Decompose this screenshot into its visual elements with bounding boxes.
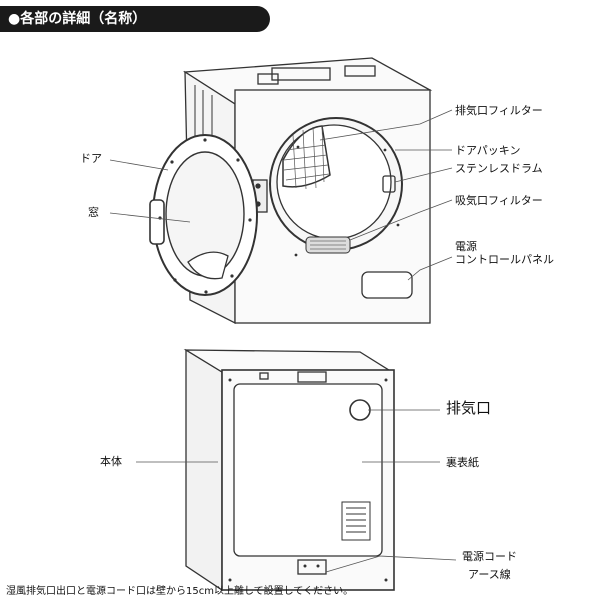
installation-note: 湿風排気口出口と電源コード口は壁から15cm以上離して設置してください。 [6,586,354,597]
label-stainless-drum: ステンレスドラム [455,162,543,175]
door-handle [149,199,165,245]
rear-vent-slots [341,501,371,541]
label-door: ドア [80,152,102,165]
label-power-cord: 電源コード [462,550,517,563]
exhaust-port [349,399,371,421]
door-filter-tab [187,251,229,280]
rear-top [183,349,395,373]
section-header: ●各部の詳細（名称） [0,6,270,32]
label-exhaust-filter: 排気口フィルター [455,104,543,117]
rear-left-side [185,348,223,592]
label-exhaust-port: 排気口 [446,399,492,417]
label-door-packing: ドアパッキン [455,144,521,157]
label-window: 窓 [88,206,99,219]
label-intake-filter: 吸気口フィルター [455,194,543,207]
control-panel [361,271,413,299]
label-control-panel-line1: 電源 [455,240,477,253]
label-control-panel-line2: コントロールパネル [455,253,554,266]
label-earth-wire: アース線 [468,568,511,581]
label-back-paper: 裏表紙 [446,456,479,469]
label-body: 本体 [100,455,122,468]
